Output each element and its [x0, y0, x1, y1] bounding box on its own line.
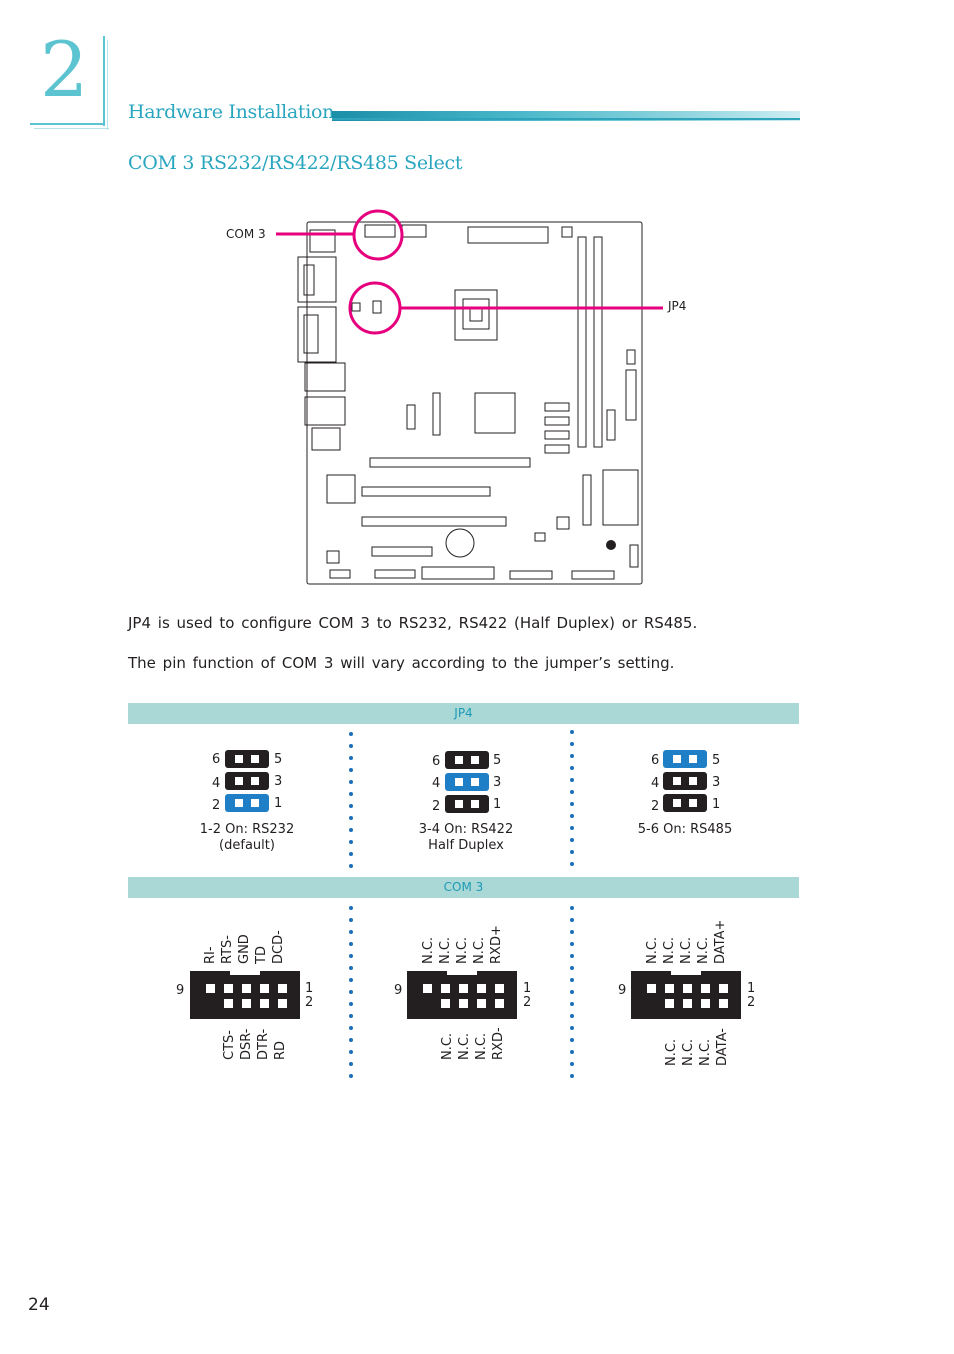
divider-dots [349, 906, 353, 1086]
jp4-callout-label: JP4 [668, 299, 687, 313]
pin-label: 1 [274, 796, 283, 811]
com3-table-header: COM 3 [128, 877, 799, 898]
chapter-frame-bottom [30, 123, 105, 125]
com3-header-connector [190, 969, 300, 1019]
pin-9-label: 9 [618, 983, 627, 998]
chapter-frame-shadow [107, 40, 108, 130]
com3-bottom-pin-labels: N.C.N.C.N.C.DATA- [664, 1028, 730, 1066]
pin-1-label: 1 [523, 981, 532, 996]
board-outline [306, 221, 643, 585]
page-number: 24 [28, 1295, 50, 1315]
pin-label: 6 [212, 752, 221, 767]
com3-top-pin-labels: N.C.N.C.N.C.N.C.DATA+ [645, 919, 728, 964]
pin-label: 5 [493, 753, 502, 768]
jumper-5-6-on [663, 750, 707, 816]
callout-highlights [276, 209, 663, 335]
chapter-frame-bottom-shadow [34, 128, 109, 129]
section-title-bar-line [332, 118, 800, 120]
pin-1-label: 1 [305, 981, 314, 996]
pin-2-label: 2 [305, 995, 314, 1010]
pin-label: 4 [432, 776, 441, 791]
chapter-number: 2 [40, 25, 89, 114]
pin-label: 3 [493, 775, 502, 790]
pin-label: 6 [651, 753, 660, 768]
pin-2-label: 2 [747, 995, 756, 1010]
com3-header-connector [631, 969, 741, 1019]
jumper-3-4-on [445, 751, 489, 817]
jp4-setting-caption: 5-6 On: RS485 [637, 822, 733, 837]
pin-label: 6 [432, 754, 441, 769]
pin-label: 5 [274, 752, 283, 767]
paragraph-jp4-usage: JP4 is used to configure COM 3 to RS232,… [128, 614, 698, 632]
pin-2-label: 2 [523, 995, 532, 1010]
pin-label: 5 [712, 753, 721, 768]
pin-9-label: 9 [176, 983, 185, 998]
section-title-bar [332, 111, 800, 121]
pin-label: 2 [212, 798, 221, 813]
com3-callout-label: COM 3 [226, 227, 266, 241]
divider-dots [349, 732, 353, 876]
pin-label: 1 [712, 797, 721, 812]
jp4-setting-caption: 1-2 On: RS232 (default) [199, 822, 295, 853]
com3-top-pin-labels: N.C.N.C.N.C.N.C.RXD+ [421, 925, 504, 964]
motherboard-diagram [276, 209, 663, 585]
pin-label: 4 [212, 776, 221, 791]
com3-bottom-pin-labels: CTS-DSR-DTR-RD [222, 1028, 288, 1060]
pin-label: 2 [651, 799, 660, 814]
com3-header-connector [407, 969, 517, 1019]
pin-label: 3 [712, 775, 721, 790]
section-title: Hardware Installation [128, 101, 335, 123]
jp4-setting-caption: 3-4 On: RS422 Half Duplex [418, 822, 514, 853]
chapter-frame [103, 36, 105, 126]
jp4-highlight-circle [348, 281, 402, 335]
pin-label: 2 [432, 799, 441, 814]
subsection-title: COM 3 RS232/RS422/RS485 Select [128, 152, 463, 174]
pin-1-label: 1 [747, 981, 756, 996]
com3-bottom-pin-labels: N.C.N.C.N.C.RXD- [440, 1027, 506, 1060]
jumper-1-2-on [225, 750, 269, 816]
pin-label: 4 [651, 776, 660, 791]
pin-label: 3 [274, 774, 283, 789]
divider-dots [570, 730, 574, 874]
divider-dots [570, 906, 574, 1086]
pin-label: 1 [493, 797, 502, 812]
paragraph-pin-function: The pin function of COM 3 will vary acco… [128, 654, 675, 672]
pin-9-label: 9 [394, 983, 403, 998]
jp4-table-header: JP4 [128, 703, 799, 724]
